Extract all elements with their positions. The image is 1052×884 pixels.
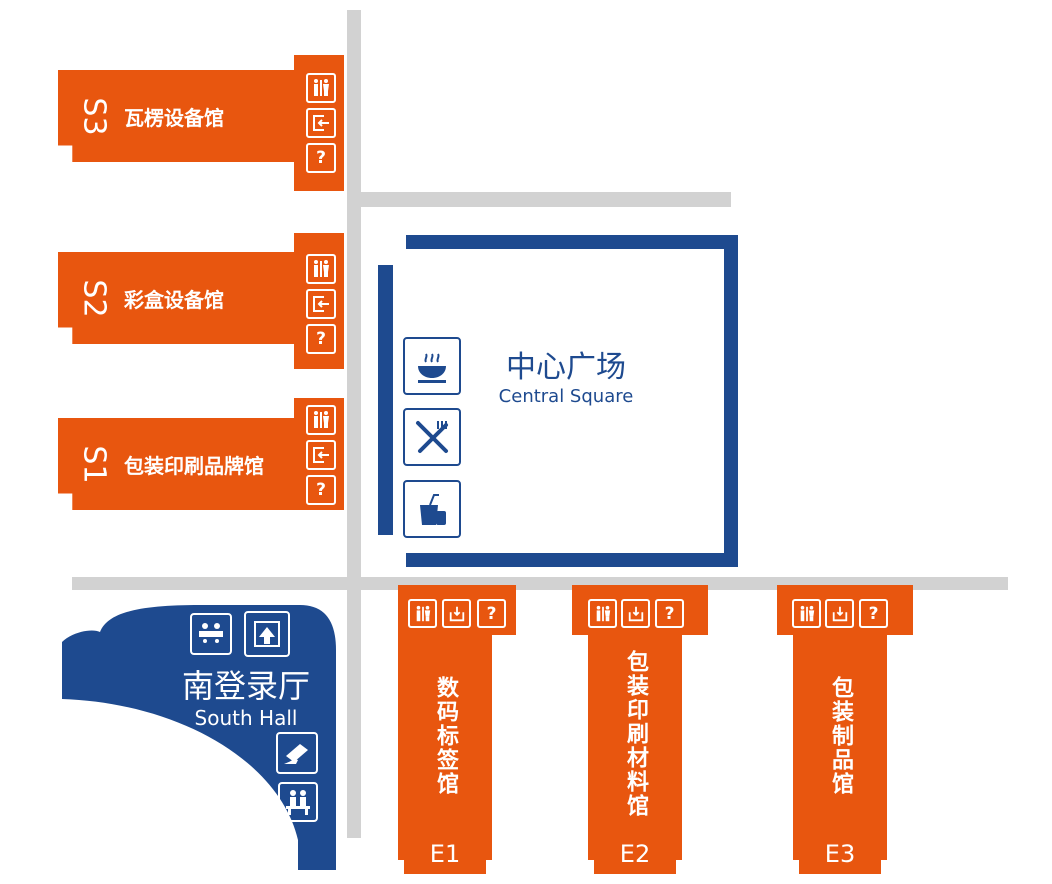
hall-name: 包装印刷品牌馆 xyxy=(124,453,264,478)
south-hall-name-en: South Hall xyxy=(194,706,298,730)
south-hall-name-cn: 南登录厅 xyxy=(181,667,310,705)
hall-name: 数码标签馆 xyxy=(433,676,458,796)
hall-code: E1 xyxy=(429,840,461,868)
hall-code: E2 xyxy=(619,840,651,868)
entrance-icon xyxy=(244,611,290,657)
south-hall-shape xyxy=(62,605,336,870)
hall-code: E3 xyxy=(824,840,856,868)
central-square-name-cn: 中心广场 xyxy=(506,350,626,385)
central-square-bar xyxy=(378,265,393,535)
restroom-icon xyxy=(792,599,821,628)
info-icon: ? xyxy=(655,599,684,628)
restroom-icon xyxy=(588,599,617,628)
meeting-icon xyxy=(190,613,232,655)
ticket-icon xyxy=(276,732,318,774)
hall-name: 包装印刷材料馆 xyxy=(623,650,648,818)
central-square-frame xyxy=(406,235,738,567)
info-icon: ? xyxy=(477,599,506,628)
locker-icon xyxy=(621,599,650,628)
hall-name: 包装制品馆 xyxy=(828,676,853,796)
hot-food-icon xyxy=(403,337,461,395)
hall-name: 瓦楞设备馆 xyxy=(124,105,224,130)
road-south-horizontal xyxy=(72,577,1008,590)
service-desk-icon xyxy=(278,782,318,822)
info-icon: ? xyxy=(306,324,336,354)
exit-icon xyxy=(306,289,336,319)
restroom-icon xyxy=(408,599,437,628)
restaurant-icon xyxy=(403,408,461,466)
exit-icon xyxy=(306,108,336,138)
restroom-icon xyxy=(306,73,336,103)
info-icon: ? xyxy=(859,599,888,628)
hall-name: 彩盒设备馆 xyxy=(124,287,224,312)
info-icon: ? xyxy=(306,475,336,505)
info-icon: ? xyxy=(306,143,336,173)
restroom-icon xyxy=(306,405,336,435)
locker-icon xyxy=(825,599,854,628)
restroom-icon xyxy=(306,254,336,284)
locker-icon xyxy=(442,599,471,628)
exit-icon xyxy=(306,440,336,470)
fast-food-icon xyxy=(403,480,461,538)
road-vertical xyxy=(347,10,361,838)
road-north-horizontal xyxy=(347,192,731,207)
central-square-name-en: Central Square xyxy=(498,386,634,407)
